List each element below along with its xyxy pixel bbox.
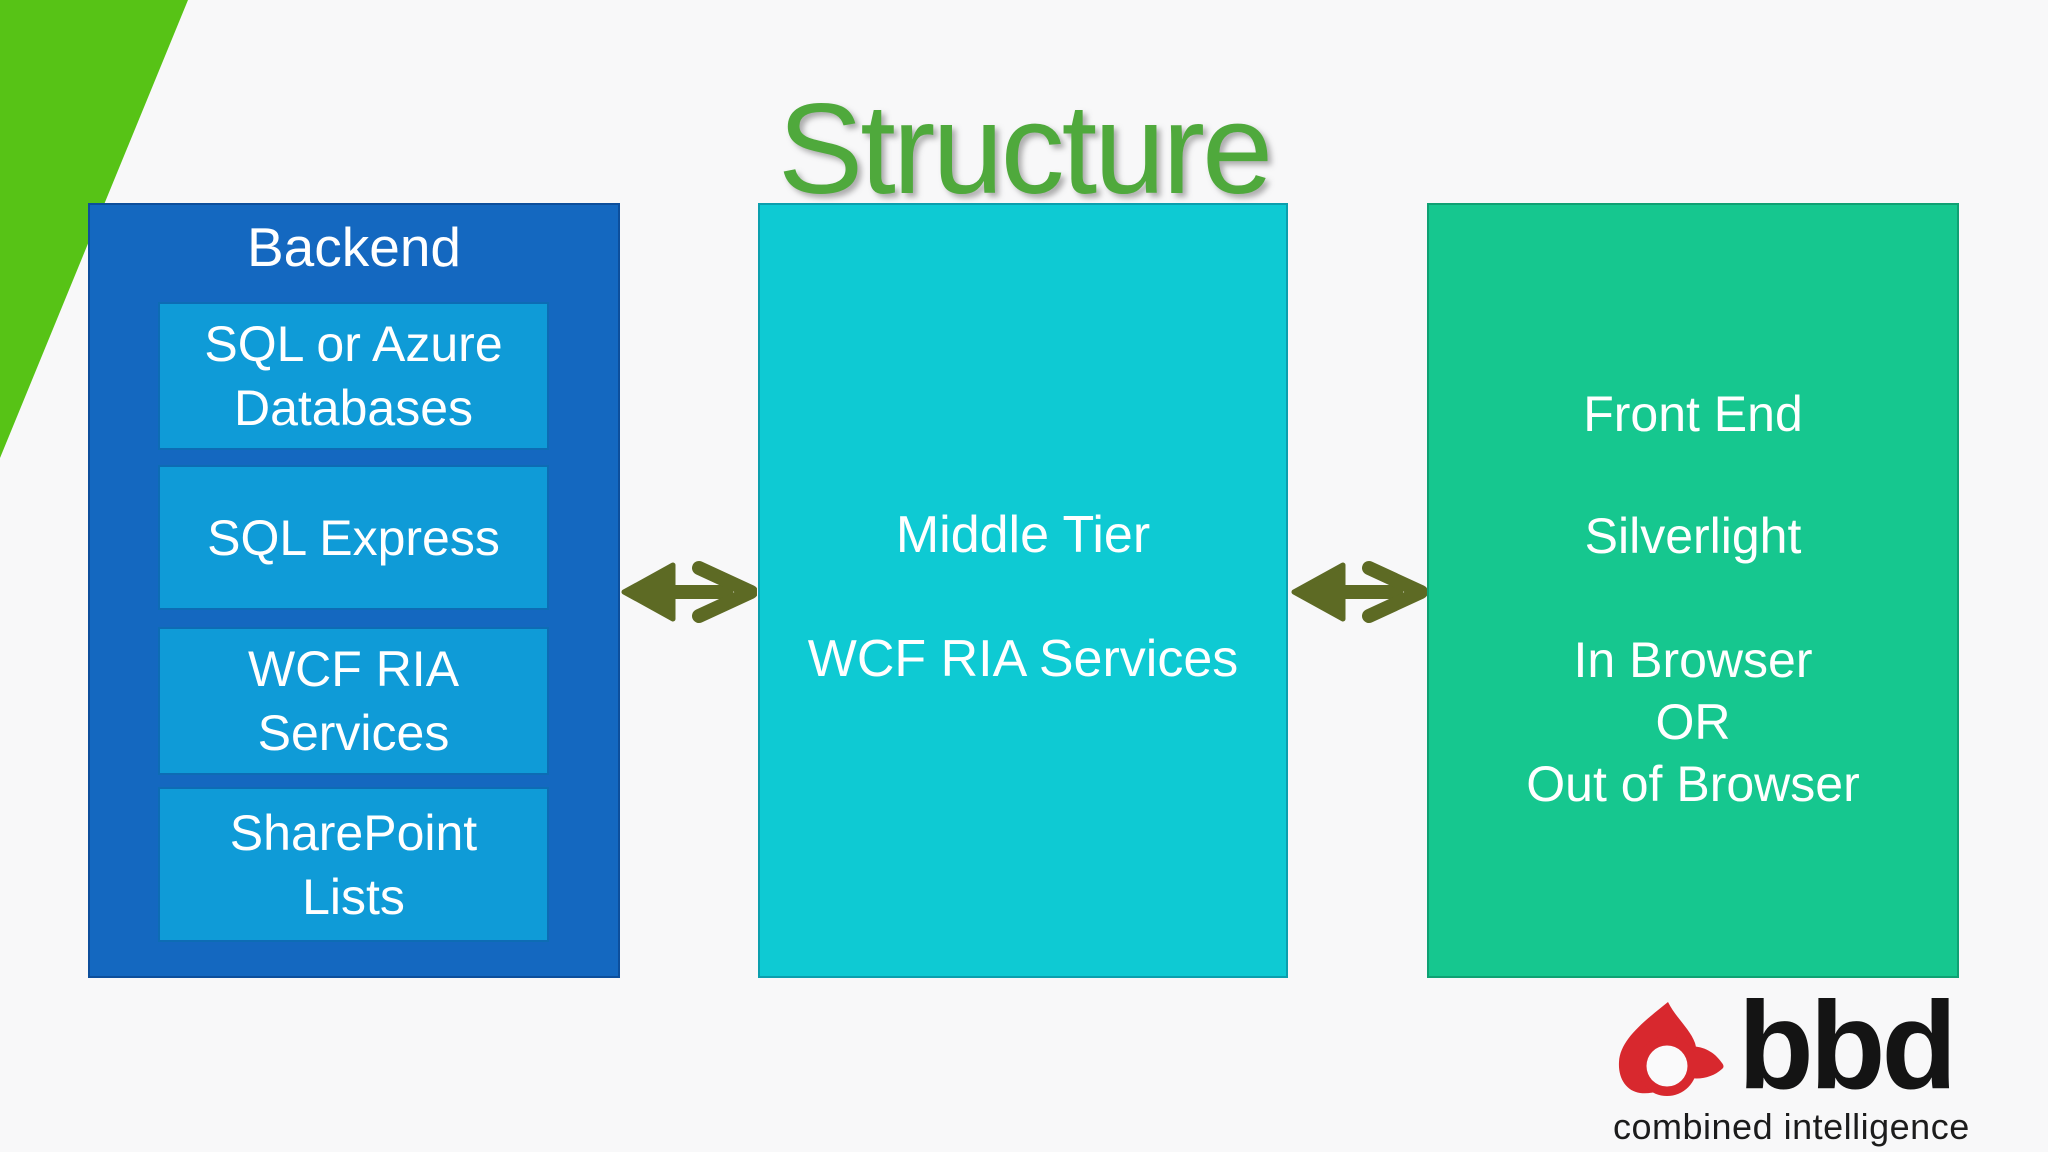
front-end-title: Front End	[1583, 386, 1803, 442]
backend-item-line: SQL or Azure	[204, 316, 503, 372]
page-title: Structure	[777, 78, 1273, 221]
backend-box: Backend SQL or Azure Databases SQL Expre…	[88, 203, 620, 978]
front-end-technology: Silverlight	[1584, 508, 1802, 564]
front-end-option-or: OR	[1655, 694, 1731, 750]
backend-item-line: SQL Express	[207, 509, 500, 566]
middle-tier-title: Middle Tier	[895, 506, 1151, 564]
brand-tagline: combined intelligence	[1613, 1106, 1970, 1147]
left-right-arrow-icon	[621, 561, 757, 623]
middle-tier-box: Middle Tier WCF RIA Services	[758, 203, 1288, 978]
backend-item-line: SharePoint	[229, 804, 478, 861]
backend-item-sql-express: SQL Express	[158, 465, 549, 610]
middle-tier-subtitle: WCF RIA Services	[807, 630, 1239, 688]
backend-item-wcf-ria-services: WCF RIA Services	[158, 627, 549, 775]
backend-item-line: Databases	[233, 380, 474, 436]
backend-item-sql-azure-databases: SQL or Azure Databases	[158, 302, 549, 450]
brand-name: bbd	[1738, 977, 1957, 1115]
backend-item-sharepoint-lists: SharePoint Lists	[158, 787, 549, 942]
backend-item-line: Lists	[302, 868, 405, 925]
left-right-arrow-icon	[1291, 561, 1427, 623]
front-end-option-out-of-browser: Out of Browser	[1526, 756, 1860, 812]
backend-item-line: WCF RIA	[247, 641, 460, 697]
front-end-option-in-browser: In Browser	[1573, 632, 1813, 688]
front-end-box: Front End Silverlight In Browser OR Out …	[1427, 203, 1959, 978]
bbd-logo-mark-icon	[1618, 1002, 1724, 1096]
backend-item-line: Services	[257, 705, 450, 761]
backend-title: Backend	[246, 216, 462, 278]
